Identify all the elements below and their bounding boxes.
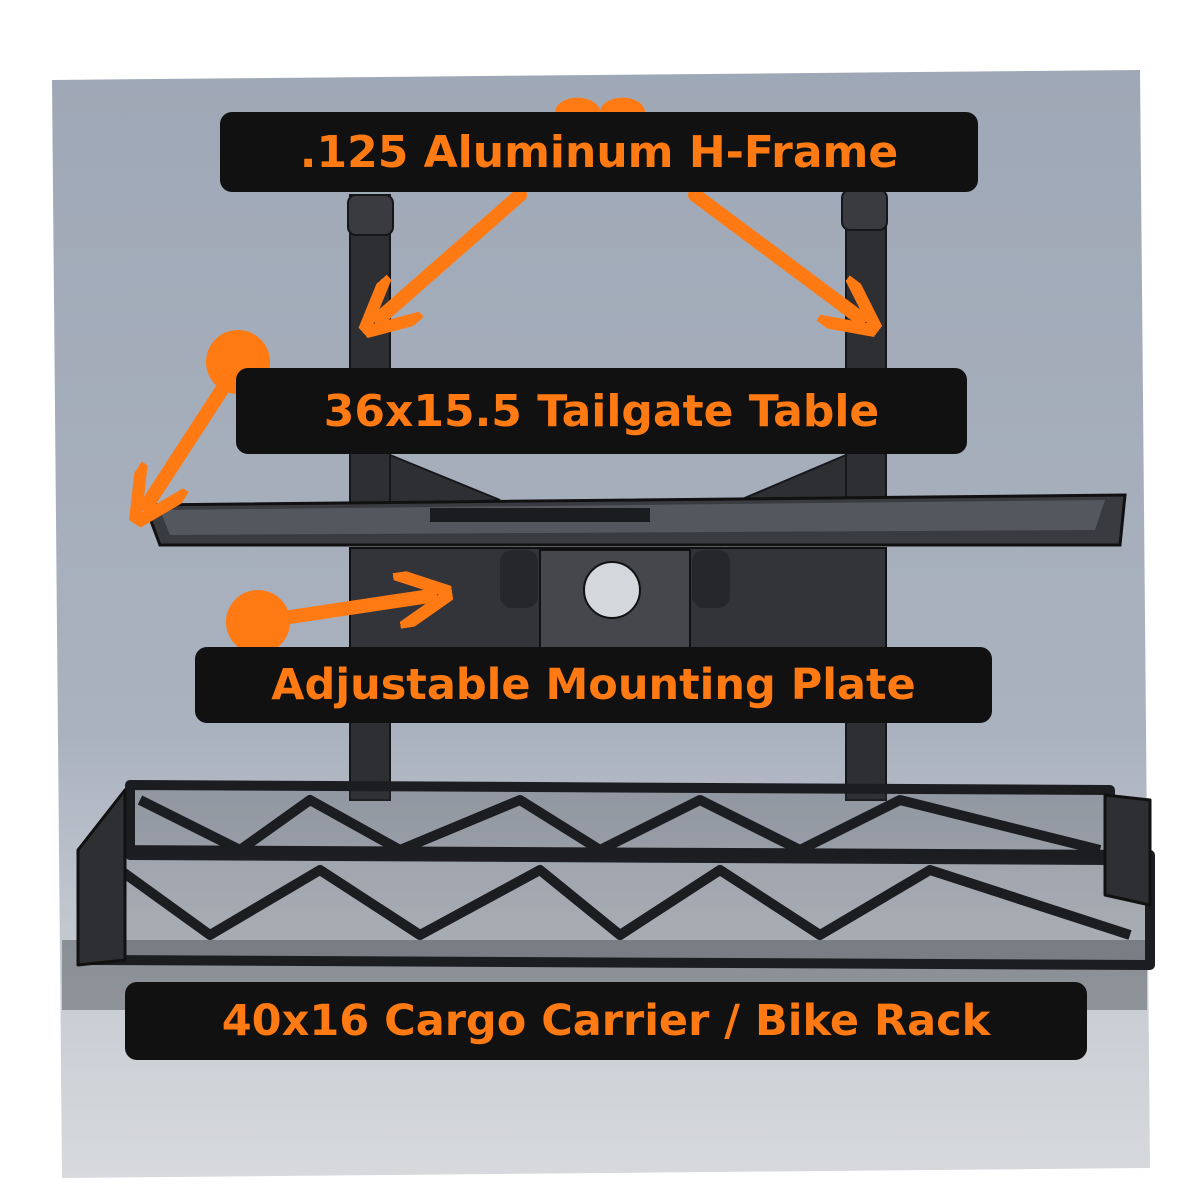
tailgate-table-label: 36x15.5 Tailgate Table	[236, 368, 967, 454]
cargo-carrier	[76, 780, 1155, 970]
h-frame-label: .125 Aluminum H-Frame	[220, 112, 978, 192]
mounting-plate-label: Adjustable Mounting Plate	[195, 647, 992, 723]
tailgate-table	[142, 493, 1127, 547]
callout-arrows	[147, 188, 860, 620]
mounting-plate	[349, 547, 887, 663]
cargo-carrier-label: 40x16 Cargo Carrier / Bike Rack	[125, 982, 1087, 1060]
